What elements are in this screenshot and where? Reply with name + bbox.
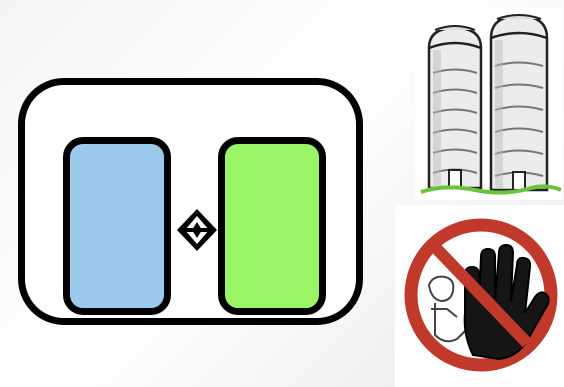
- no-entry-hand-sign-icon: [395, 205, 564, 387]
- grain-silos-icon: [415, 8, 563, 200]
- system-container: [18, 78, 363, 325]
- double-arrow-icon: [175, 207, 219, 253]
- right-component-box: [218, 137, 326, 315]
- left-component-box: [63, 137, 171, 315]
